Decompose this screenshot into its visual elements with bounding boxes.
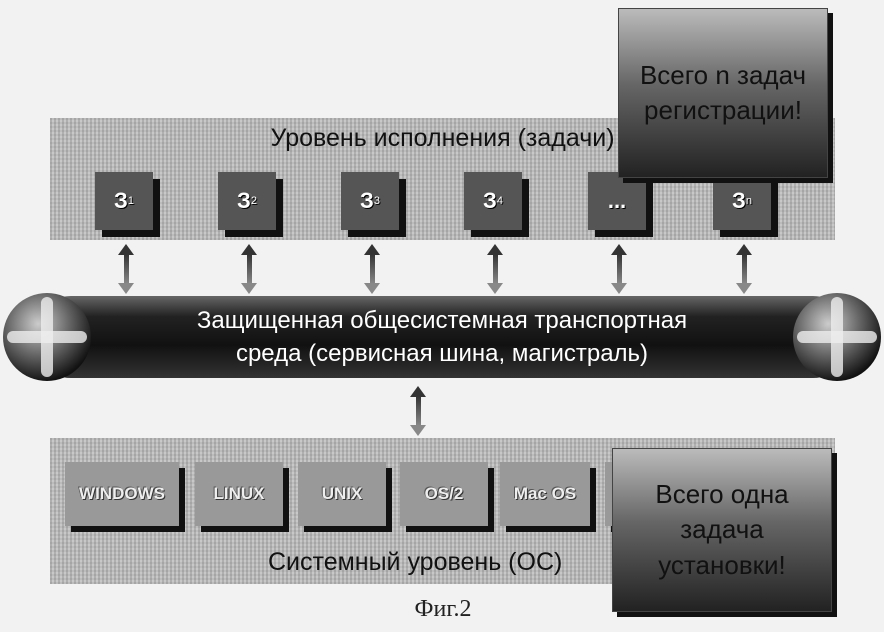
task-box: З4 bbox=[464, 172, 522, 230]
globe-icon-left bbox=[3, 293, 91, 381]
callout-bottom-line3: установки! bbox=[658, 550, 786, 580]
task-box: З3 bbox=[341, 172, 399, 230]
task-index: 2 bbox=[251, 195, 257, 207]
callout-top-line2: регистрации! bbox=[644, 95, 802, 125]
task-index: 3 bbox=[374, 195, 380, 207]
bidirectional-arrow-icon bbox=[244, 244, 254, 294]
task-box: З1 bbox=[95, 172, 153, 230]
task-label: З bbox=[732, 188, 746, 214]
task-index: n bbox=[746, 195, 752, 207]
os-box: WINDOWS bbox=[65, 462, 179, 526]
globe-icon-right bbox=[793, 293, 881, 381]
bidirectional-arrow-icon bbox=[614, 244, 624, 294]
bus-line2: среда (сервисная шина, магистраль) bbox=[30, 337, 854, 370]
callout-installation: Всего одна задача установки! bbox=[612, 448, 832, 612]
bus-line1: Защищенная общесистемная транспортная bbox=[30, 304, 854, 337]
callout-registration: Всего n задач регистрации! bbox=[618, 8, 828, 178]
task-label: З bbox=[237, 188, 251, 214]
figure-caption: Фиг.2 bbox=[393, 596, 493, 623]
bidirectional-arrow-icon bbox=[739, 244, 749, 294]
transport-bus: Защищенная общесистемная транспортная ср… bbox=[30, 296, 854, 378]
task-label: ... bbox=[608, 188, 626, 214]
bidirectional-arrow-icon bbox=[121, 244, 131, 294]
bidirectional-arrow-icon bbox=[413, 386, 423, 436]
os-box: UNIX bbox=[298, 462, 386, 526]
task-label: З bbox=[483, 188, 497, 214]
callout-bottom-line2: задача bbox=[680, 514, 763, 544]
callout-top-line1: Всего n задач bbox=[640, 60, 806, 90]
task-label: З bbox=[360, 188, 374, 214]
os-box: Mac OS bbox=[500, 462, 590, 526]
task-box: З2 bbox=[218, 172, 276, 230]
task-box: ... bbox=[588, 172, 646, 230]
task-index: 1 bbox=[128, 195, 134, 207]
os-box: LINUX bbox=[195, 462, 283, 526]
bidirectional-arrow-icon bbox=[490, 244, 500, 294]
task-box: Зn bbox=[713, 172, 771, 230]
callout-bottom-line1: Всего одна bbox=[655, 479, 788, 509]
os-box: OS/2 bbox=[400, 462, 488, 526]
task-index: 4 bbox=[497, 195, 503, 207]
bidirectional-arrow-icon bbox=[367, 244, 377, 294]
task-label: З bbox=[114, 188, 128, 214]
